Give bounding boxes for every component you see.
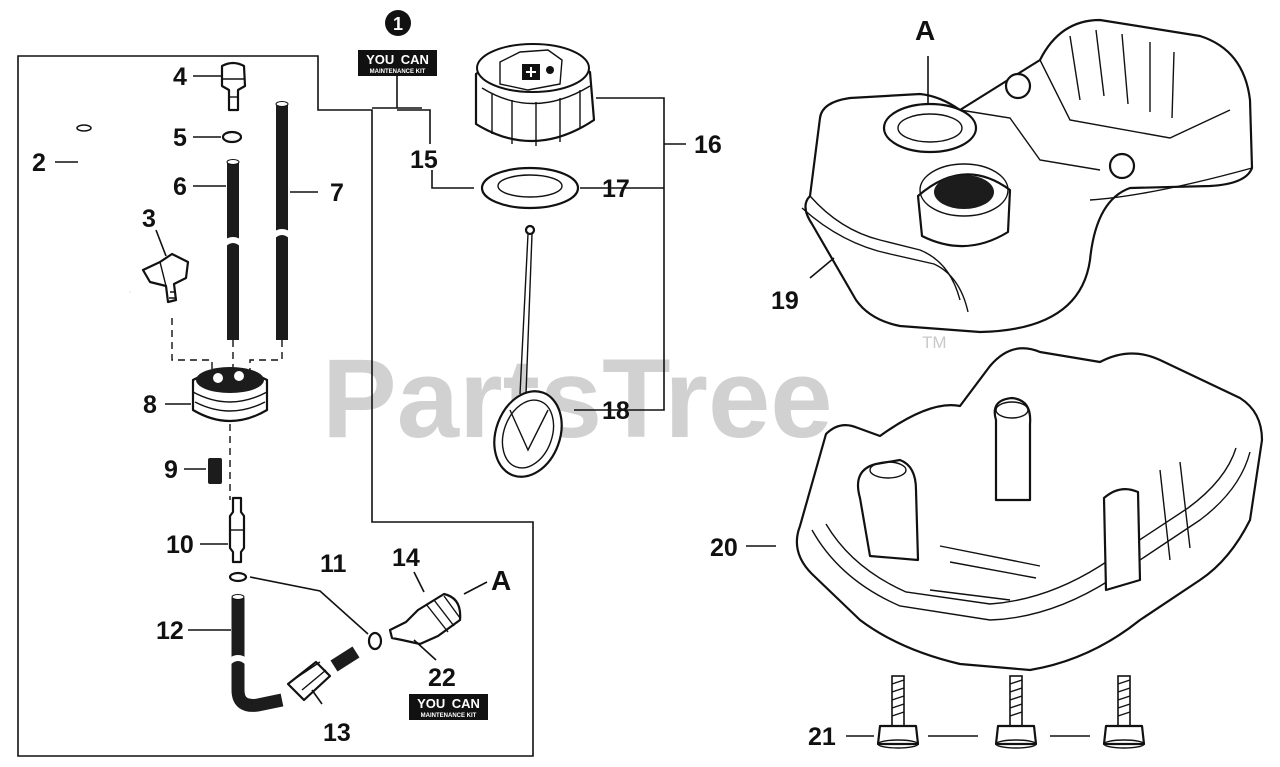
callout-14: 14 [392,544,420,572]
kit-badge-top: 1 YOU CAN MAINTENANCE KIT [358,10,437,109]
callout-6: 6 [173,173,187,201]
watermark-trademark: TM [922,333,947,352]
watermark-text: PartsTree [322,336,833,461]
callout-18: 18 [602,397,630,425]
callout-15: 15 [410,146,438,174]
callout-10: 10 [166,531,194,559]
retainer-strap-part-18 [493,224,563,478]
grommet-part-8 [191,367,269,423]
elbow-fitting-part-3 [141,252,190,304]
callout-13: 13 [323,719,351,747]
filter-part-9 [208,458,222,484]
hose-part-12 [227,594,284,712]
callout-19: 19 [771,287,799,315]
fuel-line-part-2 [74,124,132,306]
callout-16: 16 [694,131,722,159]
callout-12: 12 [156,617,184,645]
callout-20: 20 [710,534,738,562]
leader-lines-right [746,56,1090,737]
callout-8: 8 [143,391,157,419]
watermark: PartsTree TM [322,333,947,461]
kit-logo-top-text: YOU CAN [366,52,429,67]
o-ring-part-11b [367,631,383,651]
kit-boundary [17,55,534,757]
callout-22: 22 [428,664,456,692]
kit-number-circle [385,10,411,36]
callout-4: 4 [173,63,187,91]
fuel-cap-part-16 [474,43,596,146]
fuel-filter-part-14 [388,581,488,646]
leader-lines-center [397,97,686,411]
callout-3: 3 [142,205,156,233]
kit-logo-box [358,50,437,76]
callout-17: 17 [602,175,630,203]
ref-letter-a-top: A [915,15,935,46]
callout-11: 11 [320,550,347,578]
callout-9: 9 [164,456,178,484]
leader-lines-left [55,75,437,705]
callout-7: 7 [330,179,344,207]
callout-21: 21 [808,723,836,751]
connector-part-13 [286,646,360,702]
ref-letter-a-filter: A [491,565,511,596]
screw-part-21b [994,675,1038,749]
screw-part-21c [1102,675,1146,749]
screw-part-21a [876,675,920,749]
callouts: 2 3 4 5 6 7 8 9 10 11 12 13 14 15 16 17 … [32,63,836,751]
kit-logo-top-text-22: YOU CAN [417,696,480,711]
kit-logo-box-22 [409,694,488,720]
kit-logo-bottom-text: MAINTENANCE KIT [370,69,426,75]
fuel-tank-lower-part-20 [795,347,1264,672]
hose-part-7 [271,101,293,340]
hose-part-6 [222,159,244,340]
callout-2: 2 [32,149,46,177]
o-ring-part-5 [221,130,243,144]
kit-number: 1 [393,14,403,34]
kit-badge-bottom: YOU CAN MAINTENANCE KIT [409,694,488,720]
kit-logo-bottom-text-22: MAINTENANCE KIT [421,713,477,719]
fitting-part-4 [220,61,247,112]
cap-gasket-part-17 [480,166,580,210]
fuel-tank-upper-part-19 [801,18,1254,334]
callout-5: 5 [173,124,187,152]
o-ring-part-11a [228,571,248,583]
barb-fitting-part-10 [228,496,246,564]
